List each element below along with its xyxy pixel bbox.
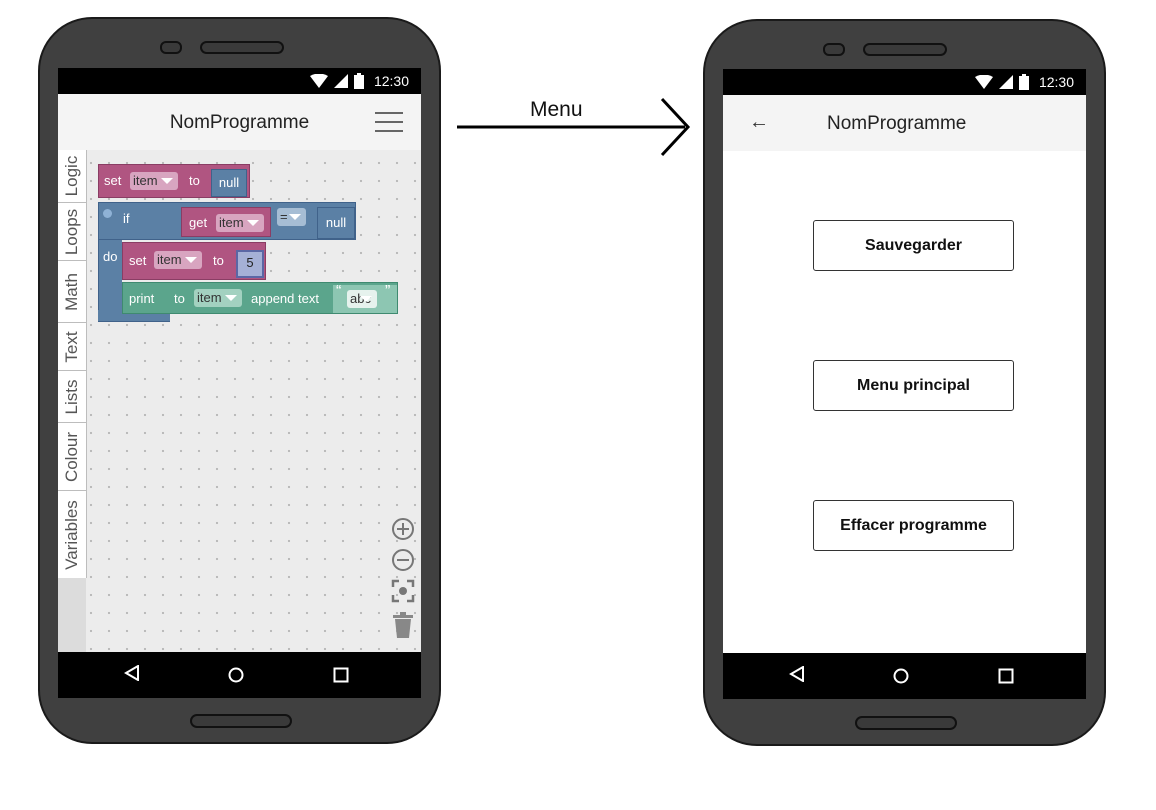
- toolbox-category-lists[interactable]: Lists: [58, 371, 86, 423]
- speaker-bar: [200, 41, 284, 54]
- nav-recent-icon[interactable]: [333, 667, 349, 683]
- close-quote-icon: ”: [385, 283, 391, 300]
- main-menu-button[interactable]: Menu principal: [813, 360, 1014, 411]
- wifi-icon: [974, 75, 993, 89]
- status-time: 12:30: [373, 73, 409, 89]
- text-literal-block[interactable]: “ abc ”: [333, 283, 397, 313]
- app-bar: NomProgramme: [58, 94, 421, 150]
- toolbox-category-logic[interactable]: Logic: [58, 150, 86, 203]
- signal-icon: [998, 75, 1013, 89]
- toolbox-category-loops[interactable]: Loops: [58, 203, 86, 261]
- do-keyword: do: [103, 249, 118, 264]
- speaker-bar: [863, 43, 947, 56]
- status-time: 12:30: [1038, 74, 1074, 90]
- battery-icon: [1018, 74, 1029, 90]
- toolbox: Logic Loops Math Text Lists Colour Varia…: [58, 150, 87, 652]
- zoom-reset-icon[interactable]: [391, 579, 415, 603]
- if-keyword: if: [123, 211, 130, 226]
- text-value[interactable]: abc: [347, 290, 377, 308]
- page-title: NomProgramme: [827, 113, 967, 134]
- nav-bar: [58, 652, 421, 698]
- clear-program-button[interactable]: Effacer programme: [813, 500, 1014, 551]
- page-title: NomProgramme: [169, 112, 310, 133]
- home-indicator: [190, 714, 292, 728]
- blockly-workspace[interactable]: Logic Loops Math Text Lists Colour Varia…: [58, 150, 421, 652]
- phone-left: 12:30 NomProgramme Logic Loops Math Text…: [38, 17, 441, 744]
- save-button[interactable]: Sauvegarder: [813, 220, 1014, 271]
- variable-dropdown[interactable]: item: [216, 214, 264, 232]
- toolbox-category-variables[interactable]: Variables: [62, 499, 81, 570]
- wifi-icon: [309, 74, 328, 88]
- nav-home-icon[interactable]: [228, 667, 244, 683]
- get-variable-block[interactable]: get item: [181, 207, 271, 237]
- set-block-1[interactable]: set item to null: [98, 164, 250, 198]
- nav-back-icon[interactable]: [789, 666, 805, 682]
- status-bar: 12:30: [723, 69, 1086, 95]
- nav-back-icon[interactable]: [124, 665, 140, 681]
- menu-arrow-label: Menu: [530, 98, 583, 121]
- trash-icon[interactable]: [393, 612, 413, 638]
- operator-dropdown[interactable]: =: [277, 208, 306, 226]
- signal-icon: [333, 74, 348, 88]
- if-block-spine: do: [98, 240, 122, 320]
- speaker-dot: [160, 41, 182, 54]
- to-keyword: to: [189, 173, 200, 188]
- set-keyword: set: [129, 253, 147, 268]
- variable-dropdown[interactable]: item: [130, 172, 178, 190]
- variable-dropdown[interactable]: item: [194, 289, 242, 307]
- zoom-out-icon[interactable]: [391, 548, 415, 572]
- print-keyword: print: [129, 291, 155, 306]
- nav-bar: [723, 653, 1086, 699]
- to-keyword: to: [174, 291, 185, 306]
- to-keyword: to: [213, 253, 224, 268]
- hamburger-menu-icon[interactable]: [375, 112, 403, 132]
- toolbox-category-colour[interactable]: Colour: [58, 423, 86, 491]
- set-keyword: set: [104, 173, 122, 188]
- screen-right: 12:30 ← NomProgramme Sauvegarder Menu pr…: [723, 69, 1086, 699]
- back-arrow-icon[interactable]: ←: [749, 111, 769, 133]
- home-indicator: [855, 716, 957, 730]
- speaker-dot: [823, 43, 845, 56]
- print-append-block[interactable]: print to item append text “ abc ”: [122, 282, 398, 314]
- mutator-gear-icon[interactable]: [103, 209, 112, 218]
- toolbox-category-math[interactable]: Math: [58, 261, 86, 323]
- battery-icon: [353, 73, 364, 89]
- screen-left: 12:30 NomProgramme Logic Loops Math Text…: [58, 68, 421, 698]
- phone-right: 12:30 ← NomProgramme Sauvegarder Menu pr…: [703, 19, 1106, 746]
- nav-home-icon[interactable]: [893, 668, 909, 684]
- variable-dropdown[interactable]: item: [154, 251, 202, 269]
- app-bar: ← NomProgramme: [723, 95, 1086, 151]
- toolbox-category-text[interactable]: Text: [58, 323, 86, 371]
- null-value[interactable]: null: [211, 169, 247, 197]
- null-value[interactable]: null: [317, 207, 355, 239]
- append-text-keyword: append text: [251, 291, 319, 306]
- menu-arrow: [457, 97, 691, 157]
- zoom-in-icon[interactable]: [391, 517, 415, 541]
- nav-recent-icon[interactable]: [998, 668, 1014, 684]
- number-value[interactable]: 5: [236, 250, 264, 278]
- open-quote-icon: “: [336, 283, 342, 300]
- get-keyword: get: [189, 215, 208, 230]
- status-bar: 12:30: [58, 68, 421, 94]
- if-block[interactable]: if get item = null: [98, 202, 356, 240]
- set-block-2[interactable]: set item to 5: [122, 242, 266, 280]
